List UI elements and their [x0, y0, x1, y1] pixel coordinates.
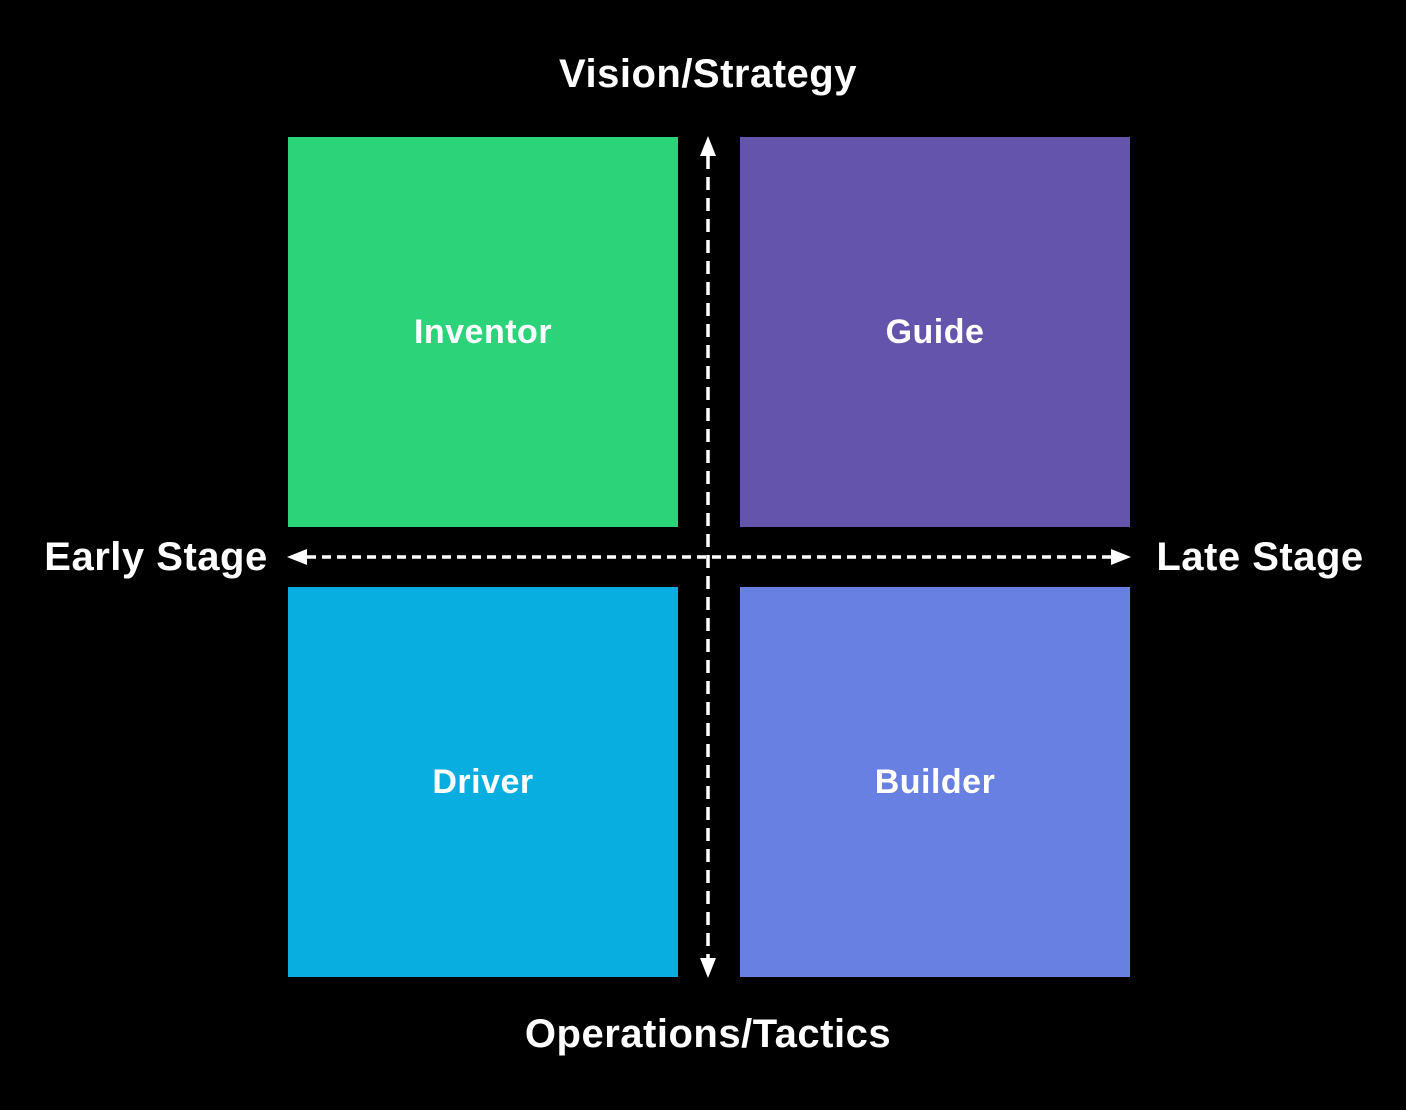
quadrant-top-left: Inventor: [288, 137, 678, 527]
horizontal-axis-arrowhead-left: [287, 549, 307, 565]
axis-label-right: Late Stage: [1156, 535, 1364, 579]
vertical-axis-arrowhead-bottom: [700, 958, 716, 978]
quadrant-bottom-left: Driver: [288, 587, 678, 977]
quadrant-label-builder: Builder: [874, 762, 996, 801]
axis-label-bottom: Operations/Tactics: [524, 1012, 892, 1056]
quadrant-label-guide: Guide: [885, 312, 985, 351]
axis-label-left: Early Stage: [44, 535, 268, 579]
vertical-axis-arrowhead-top: [700, 136, 716, 156]
quadrant-label-driver: Driver: [432, 762, 534, 801]
horizontal-axis-arrowhead-right: [1111, 549, 1131, 565]
quadrant-top-right: Guide: [740, 137, 1130, 527]
axis-label-top: Vision/Strategy: [559, 52, 857, 96]
quadrant-label-inventor: Inventor: [413, 312, 553, 351]
quadrant-bottom-right: Builder: [740, 587, 1130, 977]
